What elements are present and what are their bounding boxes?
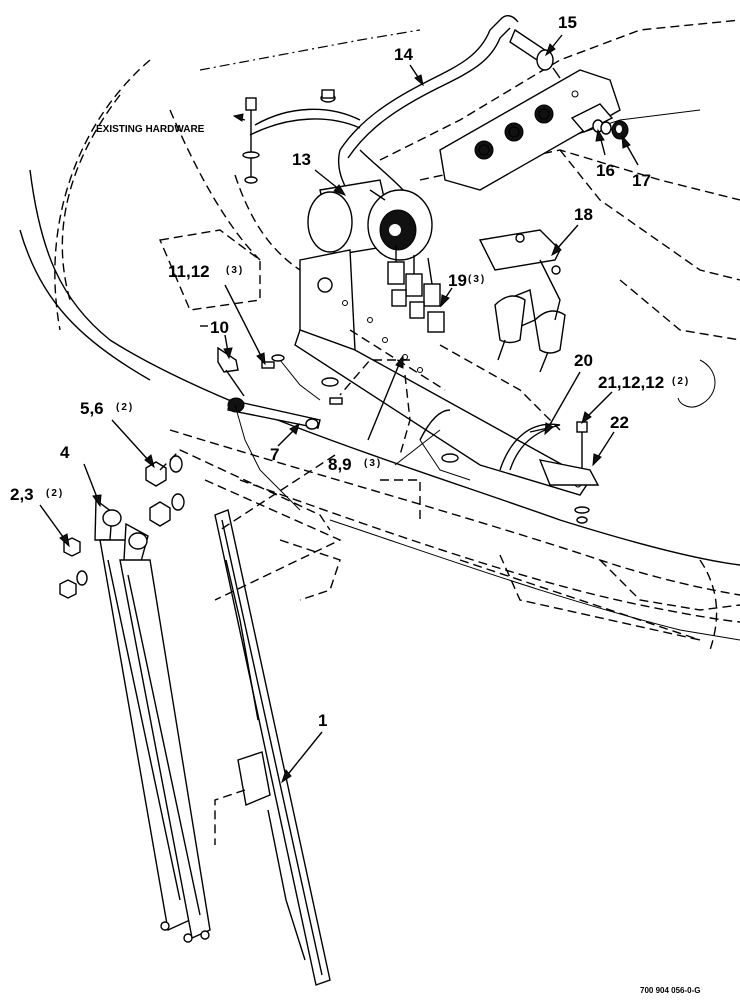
callout-5-6: 5,6 xyxy=(80,399,104,418)
callout-15: 15 xyxy=(558,13,577,32)
callout-16: 16 xyxy=(596,161,615,180)
callout-4: 4 xyxy=(60,443,70,462)
wiper-blade xyxy=(214,509,331,986)
drawing-number: 700 904 056-0-G xyxy=(640,986,701,995)
callout-11-12-qty: (3) xyxy=(226,265,244,276)
body-fasteners xyxy=(321,377,459,463)
existing-hardware xyxy=(242,89,336,184)
switch-knob-17 xyxy=(611,120,629,140)
callout-2-3-qty: (2) xyxy=(46,488,64,499)
wire-harness xyxy=(249,15,519,221)
callout-11-12: 11,12 xyxy=(168,262,210,281)
callout-21-12-12: 21,12,12 xyxy=(598,373,664,392)
callout-22: 22 xyxy=(610,413,629,432)
existing-hardware-label: EXISTING HARDWARE xyxy=(96,124,205,135)
callout-19-qty: (3) xyxy=(468,274,486,285)
callout-8-9: 8,9 xyxy=(328,455,352,474)
linkage xyxy=(217,346,343,430)
leader-lines xyxy=(159,329,561,845)
switch-nut-16 xyxy=(592,119,612,135)
callout-5-6-qty: (2) xyxy=(116,402,134,413)
callout-13: 13 xyxy=(292,150,311,169)
callout-10: 10 xyxy=(210,318,229,337)
callout-20: 20 xyxy=(574,351,593,370)
callout-21-qty: (2) xyxy=(672,376,690,387)
callout-2-3: 2,3 xyxy=(10,485,34,504)
wiper-motor xyxy=(307,179,433,261)
nuts-2-3 xyxy=(59,537,88,599)
callout-14: 14 xyxy=(394,45,413,64)
callout-arrows xyxy=(39,34,639,784)
cab-body-outline xyxy=(19,19,740,651)
callout-19: 19 xyxy=(448,271,467,290)
callout-7: 7 xyxy=(270,445,279,464)
connectors xyxy=(387,245,445,333)
nuts-5-6 xyxy=(145,455,185,527)
wiper-arms xyxy=(94,498,211,943)
callout-8-9-qty: (3) xyxy=(364,458,382,469)
revision-mark xyxy=(677,359,716,408)
callout-18: 18 xyxy=(574,205,593,224)
switch-15 xyxy=(509,28,561,79)
callout-1: 1 xyxy=(318,711,327,730)
pivot-assembly xyxy=(478,229,566,373)
switch-panel xyxy=(439,69,621,191)
bracket-22 xyxy=(538,459,600,486)
callout-17: 17 xyxy=(632,171,651,190)
callout-labels: 1 2,3 (2) 4 5,6 (2) 7 8,9 (3) 10 11,12 (… xyxy=(10,13,701,995)
